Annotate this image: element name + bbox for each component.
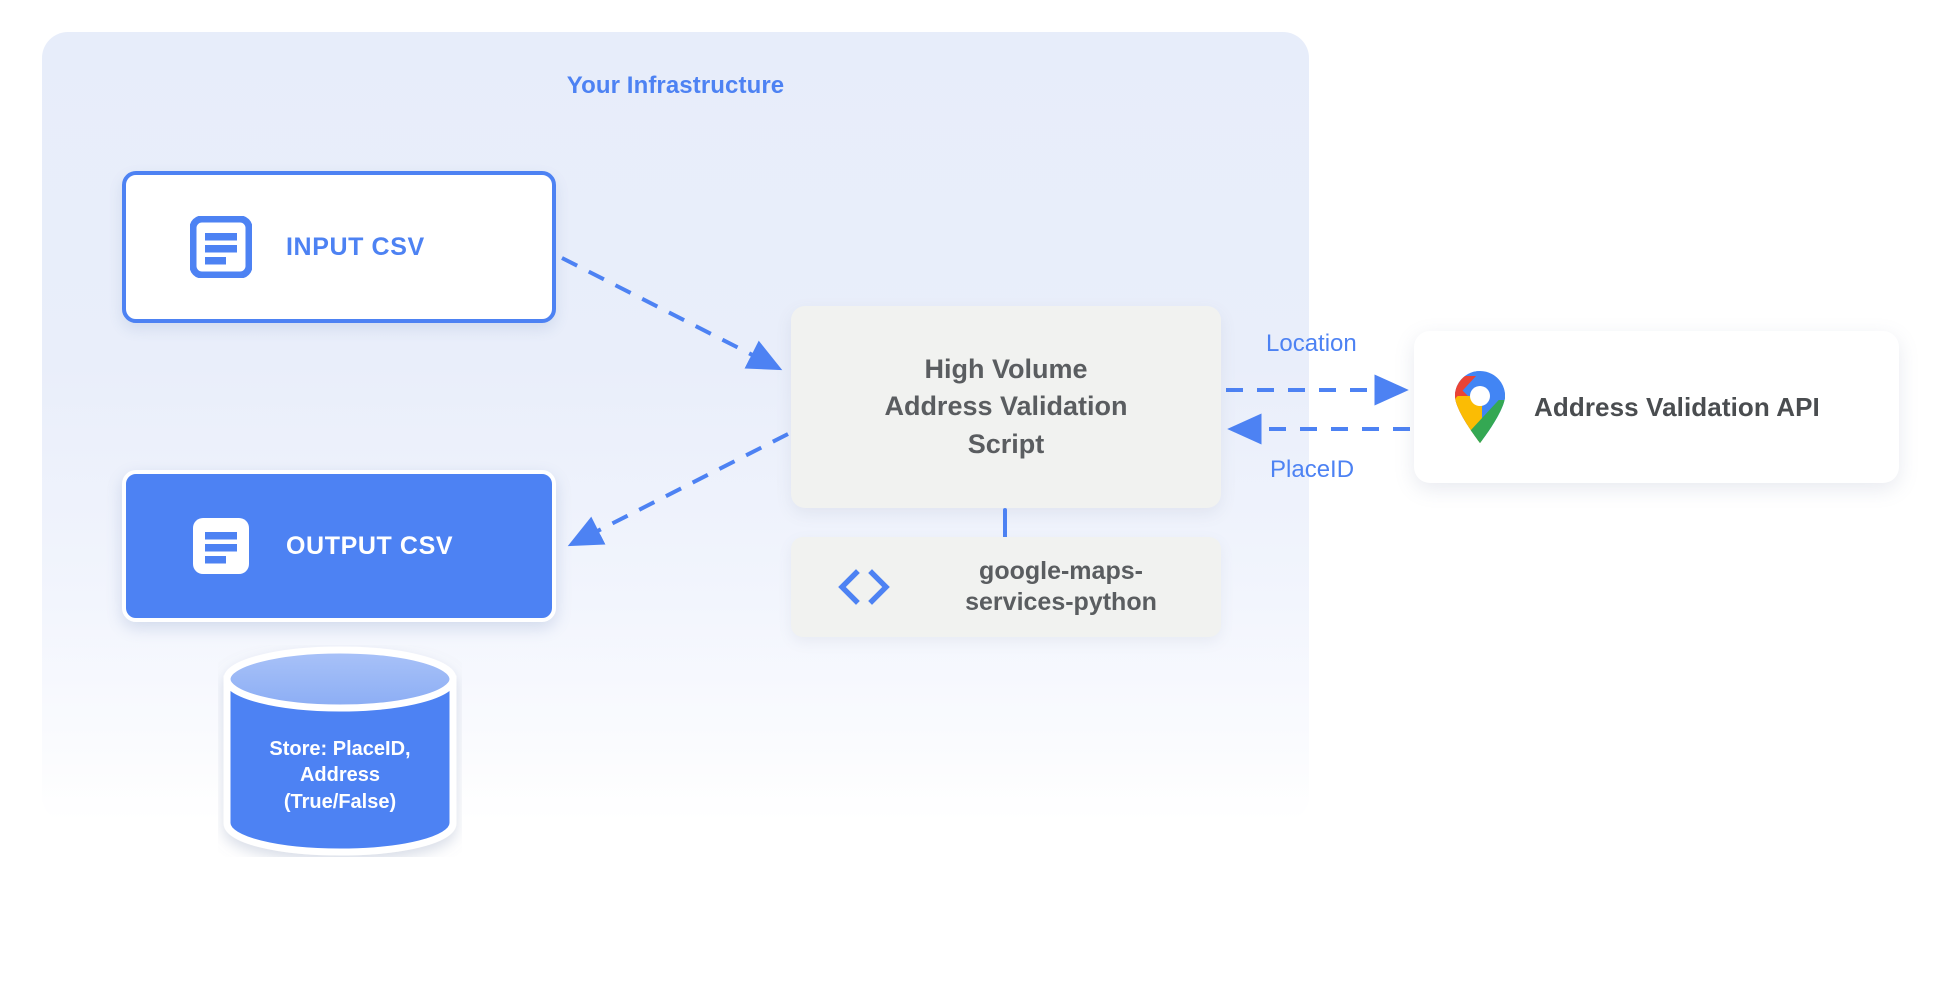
google-maps-pin-icon <box>1455 371 1505 443</box>
database-node[interactable] <box>218 645 462 857</box>
edge-label-location: Location <box>1266 330 1357 357</box>
code-icon <box>838 569 890 605</box>
infrastructure-title: Your Infrastructure <box>566 72 785 99</box>
script-library-connector <box>1003 508 1007 540</box>
script-label: High Volume Address Validation Script <box>884 354 1128 459</box>
input-csv-node[interactable]: INPUT CSV <box>122 171 556 323</box>
edge-label-placeid: PlaceID <box>1270 456 1355 483</box>
output-csv-node[interactable]: OUTPUT CSV <box>122 470 556 622</box>
document-icon <box>193 518 249 574</box>
script-node[interactable]: High Volume Address Validation Script <box>791 306 1221 508</box>
document-icon <box>190 216 252 278</box>
library-label: google-maps- services-python <box>965 557 1157 616</box>
library-node[interactable]: google-maps- services-python <box>791 537 1221 637</box>
api-label: Address Validation API <box>1534 391 1820 422</box>
address-validation-api-node[interactable]: Address Validation API <box>1414 331 1899 483</box>
output-csv-label: OUTPUT CSV <box>286 531 454 560</box>
input-csv-label: INPUT CSV <box>286 232 425 261</box>
